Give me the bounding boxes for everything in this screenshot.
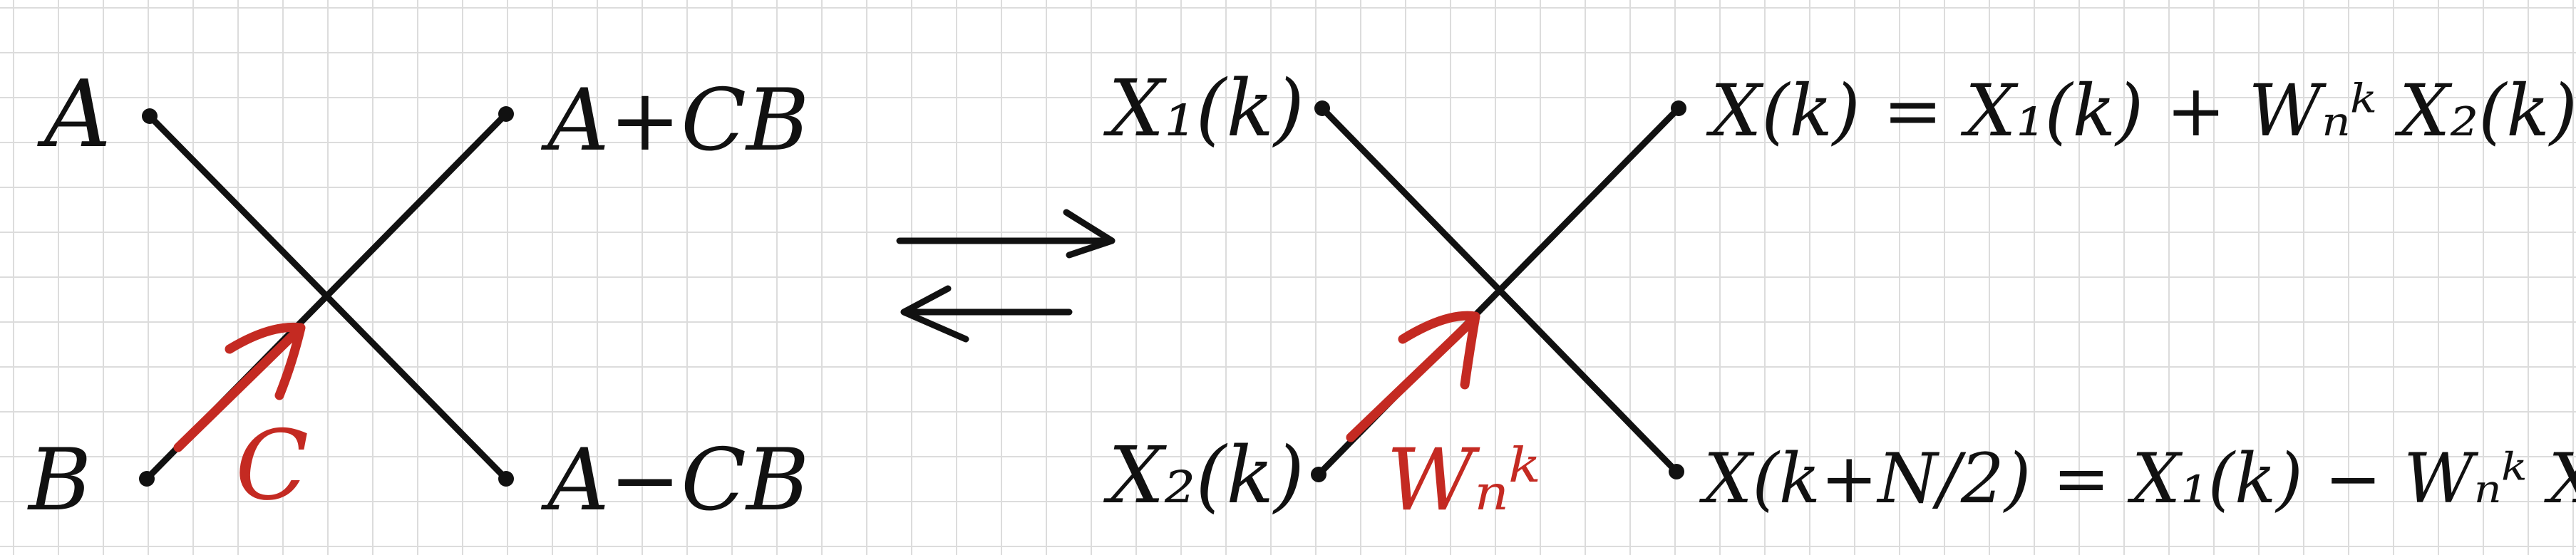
left-weight-label: C [235,410,309,522]
right-node-top-right [1671,100,1686,116]
left-node-top-right [498,106,514,122]
right-weight-arrowhead [1398,311,1480,390]
left-node-bottom-right [498,471,514,487]
right-label-bottom-left: X₂(k) [1103,430,1304,521]
right-label-top-right: X(k) = X₁(k) + Wₙᵏ X₂(k) [1706,69,2576,152]
left-label-top-left: A [37,60,111,168]
right-node-top-left [1314,100,1330,116]
left-label-top-right: A+CB [540,71,809,170]
right-node-bottom-left [1311,467,1326,482]
right-weight-label: Wₙᵏ [1386,431,1540,530]
right-butterfly: X₁(k) X(k) = X₁(k) + Wₙᵏ X₂(k) X₂(k) X(k… [1103,63,2576,530]
left-weight-arrow [173,324,304,452]
equivalence-arrows [896,209,1116,343]
right-label-top-left: X₁(k) [1103,63,1304,154]
left-arrow [900,285,1073,343]
left-node-top-left [142,108,158,124]
right-arrow [896,209,1116,259]
left-butterfly: A A+CB B A−CB C [27,60,809,530]
left-weight-arrowhead [225,322,306,400]
right-weight-arrow [1346,314,1479,442]
left-label-bottom-left: B [27,431,91,530]
right-node-bottom-right [1669,464,1684,479]
left-label-bottom-right: A−CB [540,431,809,530]
left-node-bottom-left [139,471,155,487]
right-label-bottom-right: X(k+N/2) = X₁(k) − Wₙᵏ X₂(k) [1699,439,2576,519]
